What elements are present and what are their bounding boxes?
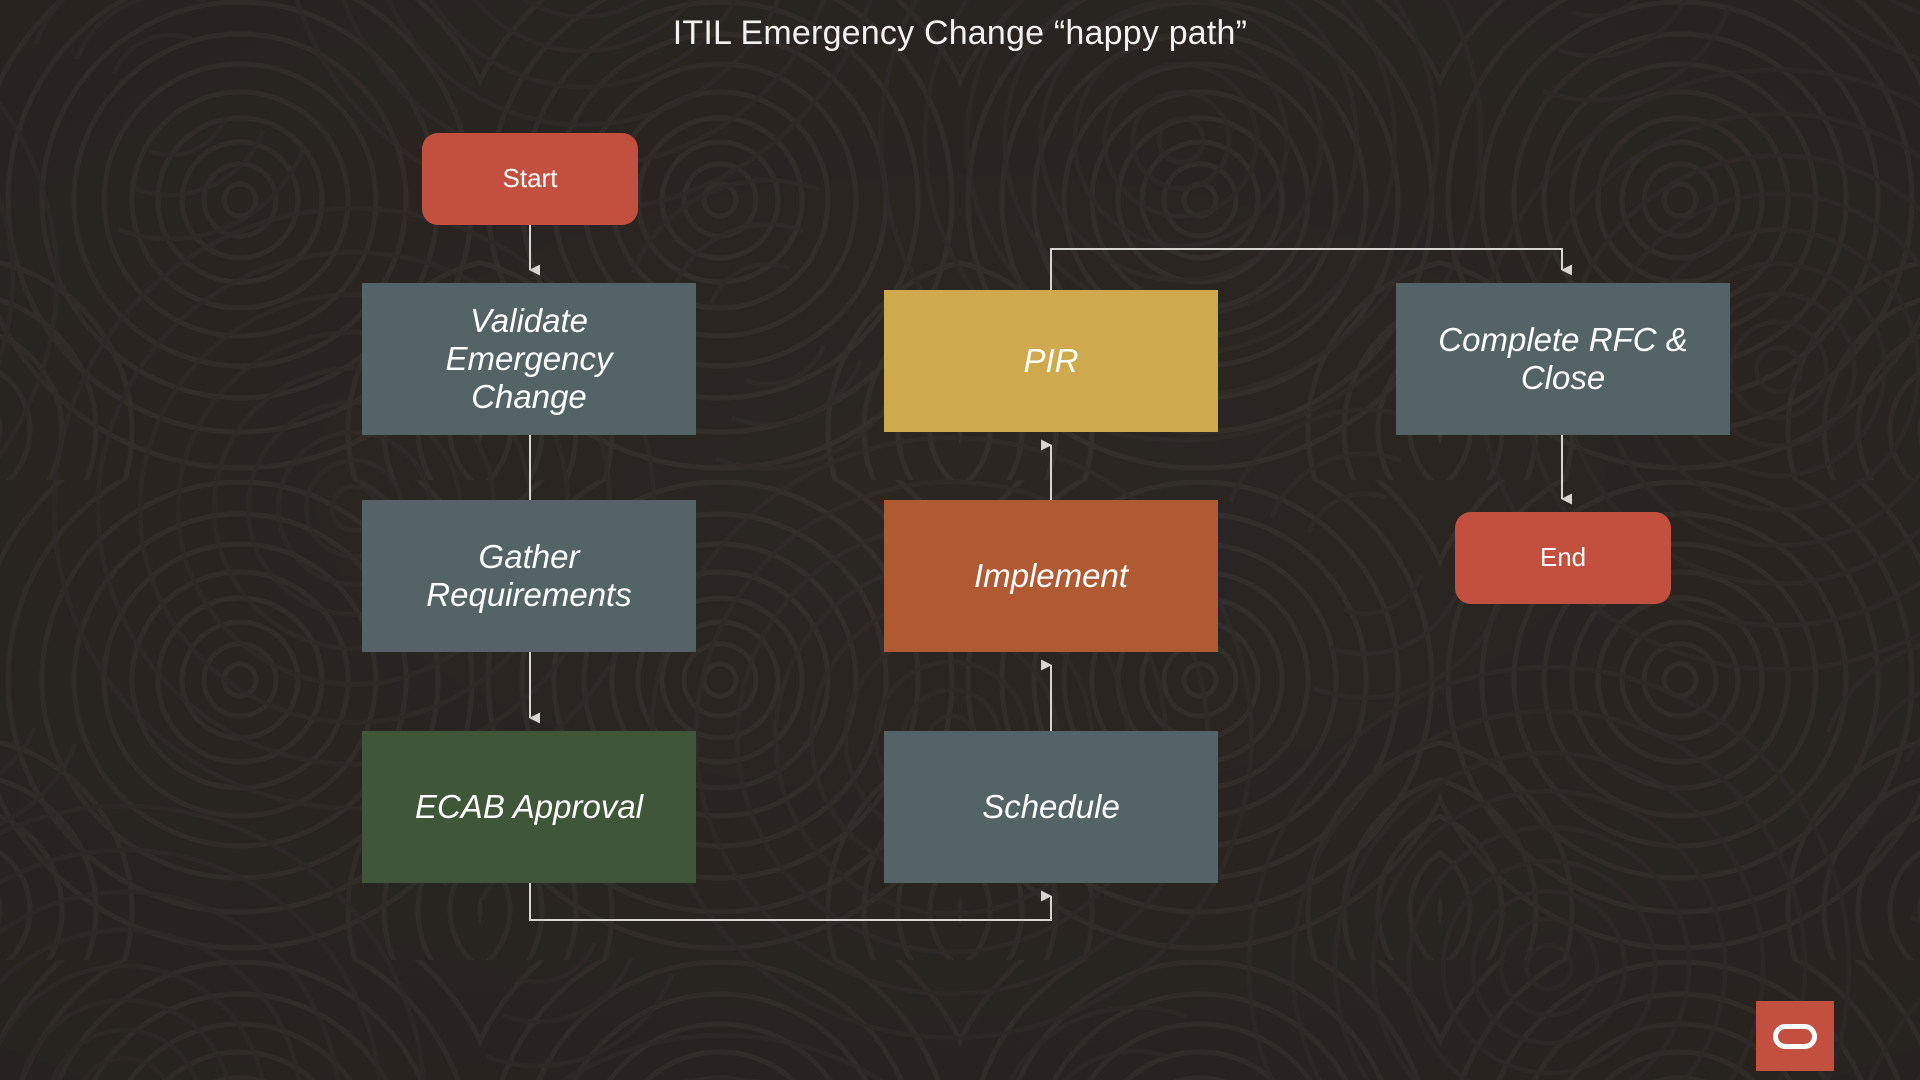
node-complete-rfc-close[interactable]: Complete RFC & Close	[1396, 283, 1730, 435]
node-ecab-approval[interactable]: ECAB Approval	[362, 731, 696, 883]
node-pir[interactable]: PIR	[884, 290, 1218, 432]
node-implement[interactable]: Implement	[884, 500, 1218, 652]
connector-ecab-to-schedule	[529, 883, 1052, 921]
node-end[interactable]: End	[1455, 512, 1671, 604]
node-gather-requirements-label: Gather Requirements	[426, 537, 632, 613]
node-start-label: Start	[502, 163, 558, 194]
page-title: ITIL Emergency Change “happy path”	[672, 14, 1248, 52]
node-ecab-approval-label: ECAB Approval	[414, 787, 644, 825]
node-schedule-label: Schedule	[982, 787, 1120, 825]
oracle-o-icon	[1773, 1023, 1817, 1049]
node-gather-requirements[interactable]: Gather Requirements	[362, 500, 696, 652]
node-validate-emergency-change-label: Validate Emergency Change	[445, 301, 613, 416]
oracle-logo	[1756, 1001, 1834, 1071]
node-pir-label: PIR	[1023, 341, 1079, 379]
node-implement-label: Implement	[973, 556, 1129, 594]
node-schedule[interactable]: Schedule	[884, 731, 1218, 883]
node-start[interactable]: Start	[422, 133, 638, 225]
node-validate-emergency-change[interactable]: Validate Emergency Change	[362, 283, 696, 435]
node-end-label: End	[1539, 542, 1587, 573]
node-complete-rfc-close-label: Complete RFC & Close	[1438, 320, 1688, 396]
